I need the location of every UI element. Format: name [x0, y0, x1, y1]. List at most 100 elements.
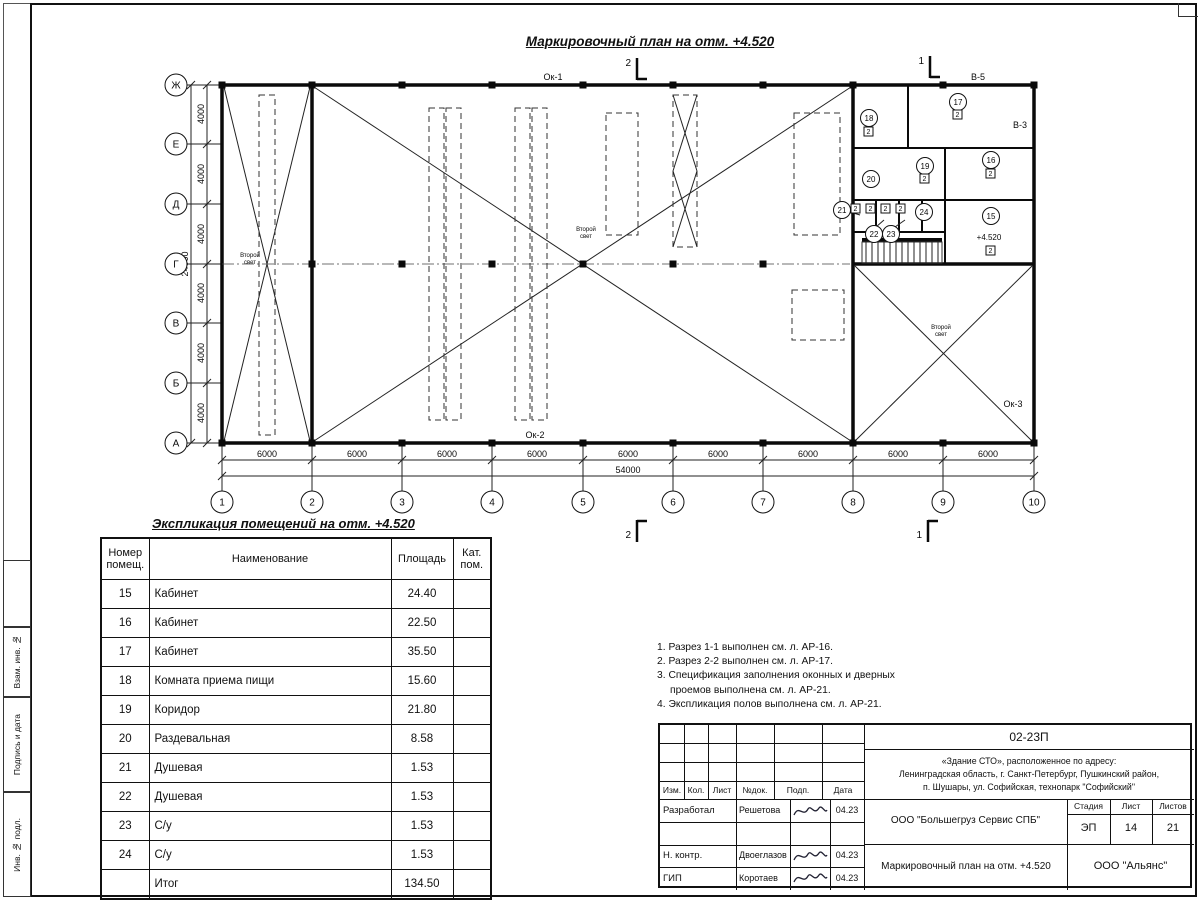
- cell: 8.58: [390, 724, 454, 754]
- cell: [452, 695, 492, 725]
- side-stamp-inv: Инв. № подл.: [3, 792, 31, 897]
- axis-number: 10: [1028, 498, 1040, 509]
- sheet-value: 14: [1124, 822, 1138, 835]
- cell: 1.53: [390, 811, 454, 841]
- dim-6000: 6000: [978, 449, 998, 459]
- cell: [452, 869, 492, 900]
- signature-icon: [793, 851, 828, 861]
- room-number: 24: [920, 208, 929, 217]
- note-line: 2. Разрез 2-2 выполнен см. л. АР-17.: [657, 656, 833, 668]
- axis-letter: Д: [173, 200, 180, 211]
- axis-number: 4: [489, 498, 495, 509]
- cell: Комната приема пищи: [148, 666, 392, 696]
- door-mark: 2: [854, 206, 858, 213]
- company-name: ООО "Большегруз Сервис СПБ": [890, 815, 1041, 827]
- cell: С/у: [148, 840, 392, 870]
- dashed-openings: [258, 94, 845, 436]
- plan-labels: Ок-1 Ок-2 Ок-3 В-5 В-3 +4.520 Второй све…: [240, 72, 1027, 440]
- cell: 15.60: [390, 666, 454, 696]
- cell: Кабинет: [148, 637, 392, 667]
- project-address: «Здание СТО», расположенное по адресу: Л…: [866, 750, 1192, 799]
- section-mark-2: 2: [625, 58, 631, 69]
- dim-6000: 6000: [347, 449, 367, 459]
- room-number: 19: [921, 162, 930, 171]
- drawing-frame: [30, 3, 1197, 897]
- axis-number: 5: [580, 498, 586, 509]
- dim-6000: 6000: [527, 449, 547, 459]
- cell: 18: [100, 666, 150, 696]
- cell: [452, 579, 492, 609]
- second-light-label: свет: [244, 260, 256, 266]
- side-stamp-vzam: Взам. инв. №: [3, 627, 31, 697]
- axis-letter: В: [173, 319, 180, 330]
- axis-letter: А: [173, 439, 180, 450]
- section-mark-1: 1: [918, 56, 924, 67]
- dim-54000: 54000: [615, 465, 640, 475]
- cell: [452, 840, 492, 870]
- dim-6000: 6000: [888, 449, 908, 459]
- col-header-name: Наименование: [148, 537, 392, 580]
- stairs: [861, 238, 943, 264]
- side-stamp-label: Подпись и дата: [12, 713, 22, 776]
- axis-leader-lines: [187, 84, 1035, 491]
- axis-number: 2: [309, 498, 315, 509]
- second-light-label: Второй: [931, 324, 951, 331]
- dimension-lines: 6000 6000 6000 6000 6000 6000 6000 6000 …: [180, 80, 1039, 481]
- sheets-header: Листов: [1159, 801, 1187, 812]
- cell: Коридор: [148, 695, 392, 725]
- second-light-label: Второй: [576, 226, 596, 233]
- cell: 1.53: [390, 753, 454, 783]
- floor-plan: 6000 6000 6000 6000 6000 6000 6000 6000 …: [164, 56, 1046, 542]
- dim-4000: 4000: [196, 283, 206, 303]
- axis-bubbles: Ж Е Д Г В Б А 1 2 3 4 5 6 7 8 9 10: [164, 73, 1046, 514]
- cell: 21: [100, 753, 150, 783]
- cell: 19: [100, 695, 150, 725]
- axis-number: 9: [940, 498, 946, 509]
- side-stamp-podpis: Подпись и дата: [3, 697, 31, 792]
- organization-name: ООО "Альянс": [1093, 860, 1168, 873]
- plan-title: Маркировочный план на отм. +4.520: [525, 34, 775, 49]
- cell: 23: [100, 811, 150, 841]
- dim-6000: 6000: [708, 449, 728, 459]
- col-header-cat: Кат. пом.: [452, 537, 492, 580]
- project-code: 02-23П: [1009, 729, 1049, 744]
- room-number: 18: [865, 114, 874, 123]
- side-stamp-label: Инв. № подл.: [12, 817, 22, 872]
- notes-block: 1. Разрез 1-1 выполнен см. л. АР-16. 2. …: [657, 641, 977, 712]
- second-light-label: свет: [935, 332, 947, 338]
- dim-6000: 6000: [798, 449, 818, 459]
- door-mark: 2: [899, 206, 903, 213]
- stage-value: ЭП: [1080, 822, 1097, 835]
- cell: [452, 724, 492, 754]
- table-header-row: Номер помещ. Наименование Площадь Кат. п…: [100, 537, 492, 580]
- cell: 20: [100, 724, 150, 754]
- dim-4000: 4000: [196, 403, 206, 423]
- explication-title: Экспликация помещений на отм. +4.520: [152, 516, 415, 531]
- second-light-label: свет: [580, 234, 592, 240]
- vent-label-v3: В-3: [1013, 120, 1027, 130]
- cell: [452, 666, 492, 696]
- rev-header-data: Дата: [833, 784, 853, 795]
- cell: [452, 637, 492, 667]
- level-mark: +4.520: [977, 233, 1002, 242]
- axis-number: 6: [670, 498, 676, 509]
- sheet-header: Лист: [1121, 801, 1141, 812]
- address-line: «Здание СТО», расположенное по адресу:: [941, 756, 1117, 767]
- cell: 134.50: [390, 869, 454, 900]
- cell: Итог: [148, 869, 392, 900]
- dim-6000: 6000: [257, 449, 277, 459]
- note-line: 3. Спецификация заполнения оконных и две…: [657, 670, 895, 682]
- cell: 1.53: [390, 782, 454, 812]
- room-number: 22: [870, 230, 879, 239]
- sign-name: Решетова: [739, 804, 781, 815]
- top-right-corner-box: [1178, 3, 1198, 17]
- cell: 35.50: [390, 637, 454, 667]
- cell: [452, 753, 492, 783]
- cell: [452, 608, 492, 638]
- rev-header-izm: Изм.: [662, 784, 682, 795]
- cell: 1.53: [390, 840, 454, 870]
- door-mark: 2: [923, 176, 927, 183]
- title-block: Изм. Кол. Лист №док. Подп. Дата Разработ…: [658, 723, 1194, 890]
